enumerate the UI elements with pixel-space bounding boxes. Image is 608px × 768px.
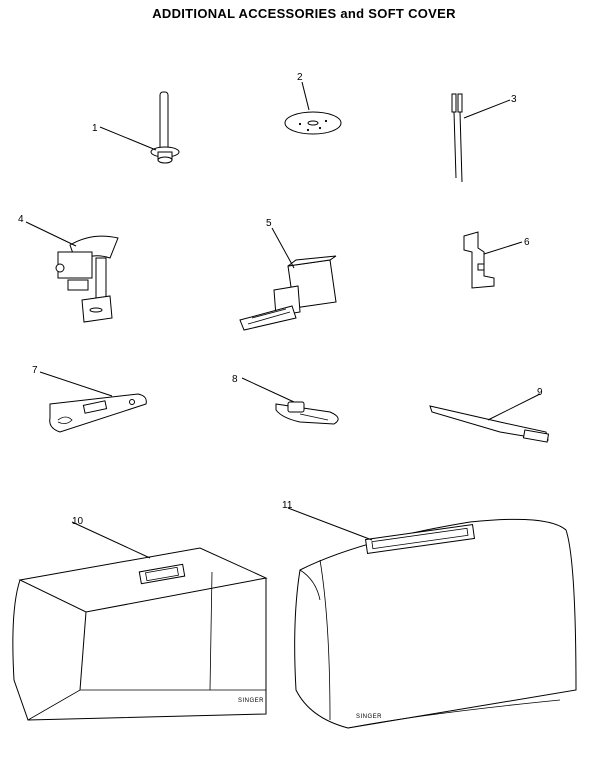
part-5-buttonhole-foot: 5 — [239, 218, 337, 331]
part-9-seam-ripper: 9 — [429, 387, 550, 443]
callout-11: 11 — [282, 500, 293, 511]
page-title: ADDITIONAL ACCESSORIES and SOFT COVER — [152, 6, 456, 21]
part-4-attachment: 4 — [18, 214, 119, 323]
callout-1: 1 — [92, 123, 98, 134]
part-1-spool-pin: 1 — [92, 91, 180, 164]
brand-label-10: SINGER — [238, 698, 264, 704]
brand-label-11: SINGER — [356, 714, 382, 720]
callout-8: 8 — [232, 374, 238, 385]
callout-3: 3 — [511, 94, 517, 105]
part-3-needles: 3 — [451, 93, 517, 183]
callout-4: 4 — [18, 214, 24, 225]
part-8-presser-foot: 8 — [232, 374, 339, 425]
callout-2: 2 — [297, 72, 303, 83]
callout-10: 10 — [72, 516, 84, 527]
part-6-bracket: 6 — [463, 231, 530, 289]
part-7-cover-plate: 7 — [32, 365, 147, 433]
part-10-hard-cover: 10 SINGER — [12, 516, 268, 721]
callout-5: 5 — [266, 218, 272, 229]
callout-7: 7 — [32, 365, 38, 376]
callout-9: 9 — [537, 387, 543, 398]
callout-6: 6 — [524, 237, 530, 248]
part-2-disc: 2 — [284, 72, 342, 135]
part-11-soft-cover: 11 SINGER — [282, 500, 577, 729]
